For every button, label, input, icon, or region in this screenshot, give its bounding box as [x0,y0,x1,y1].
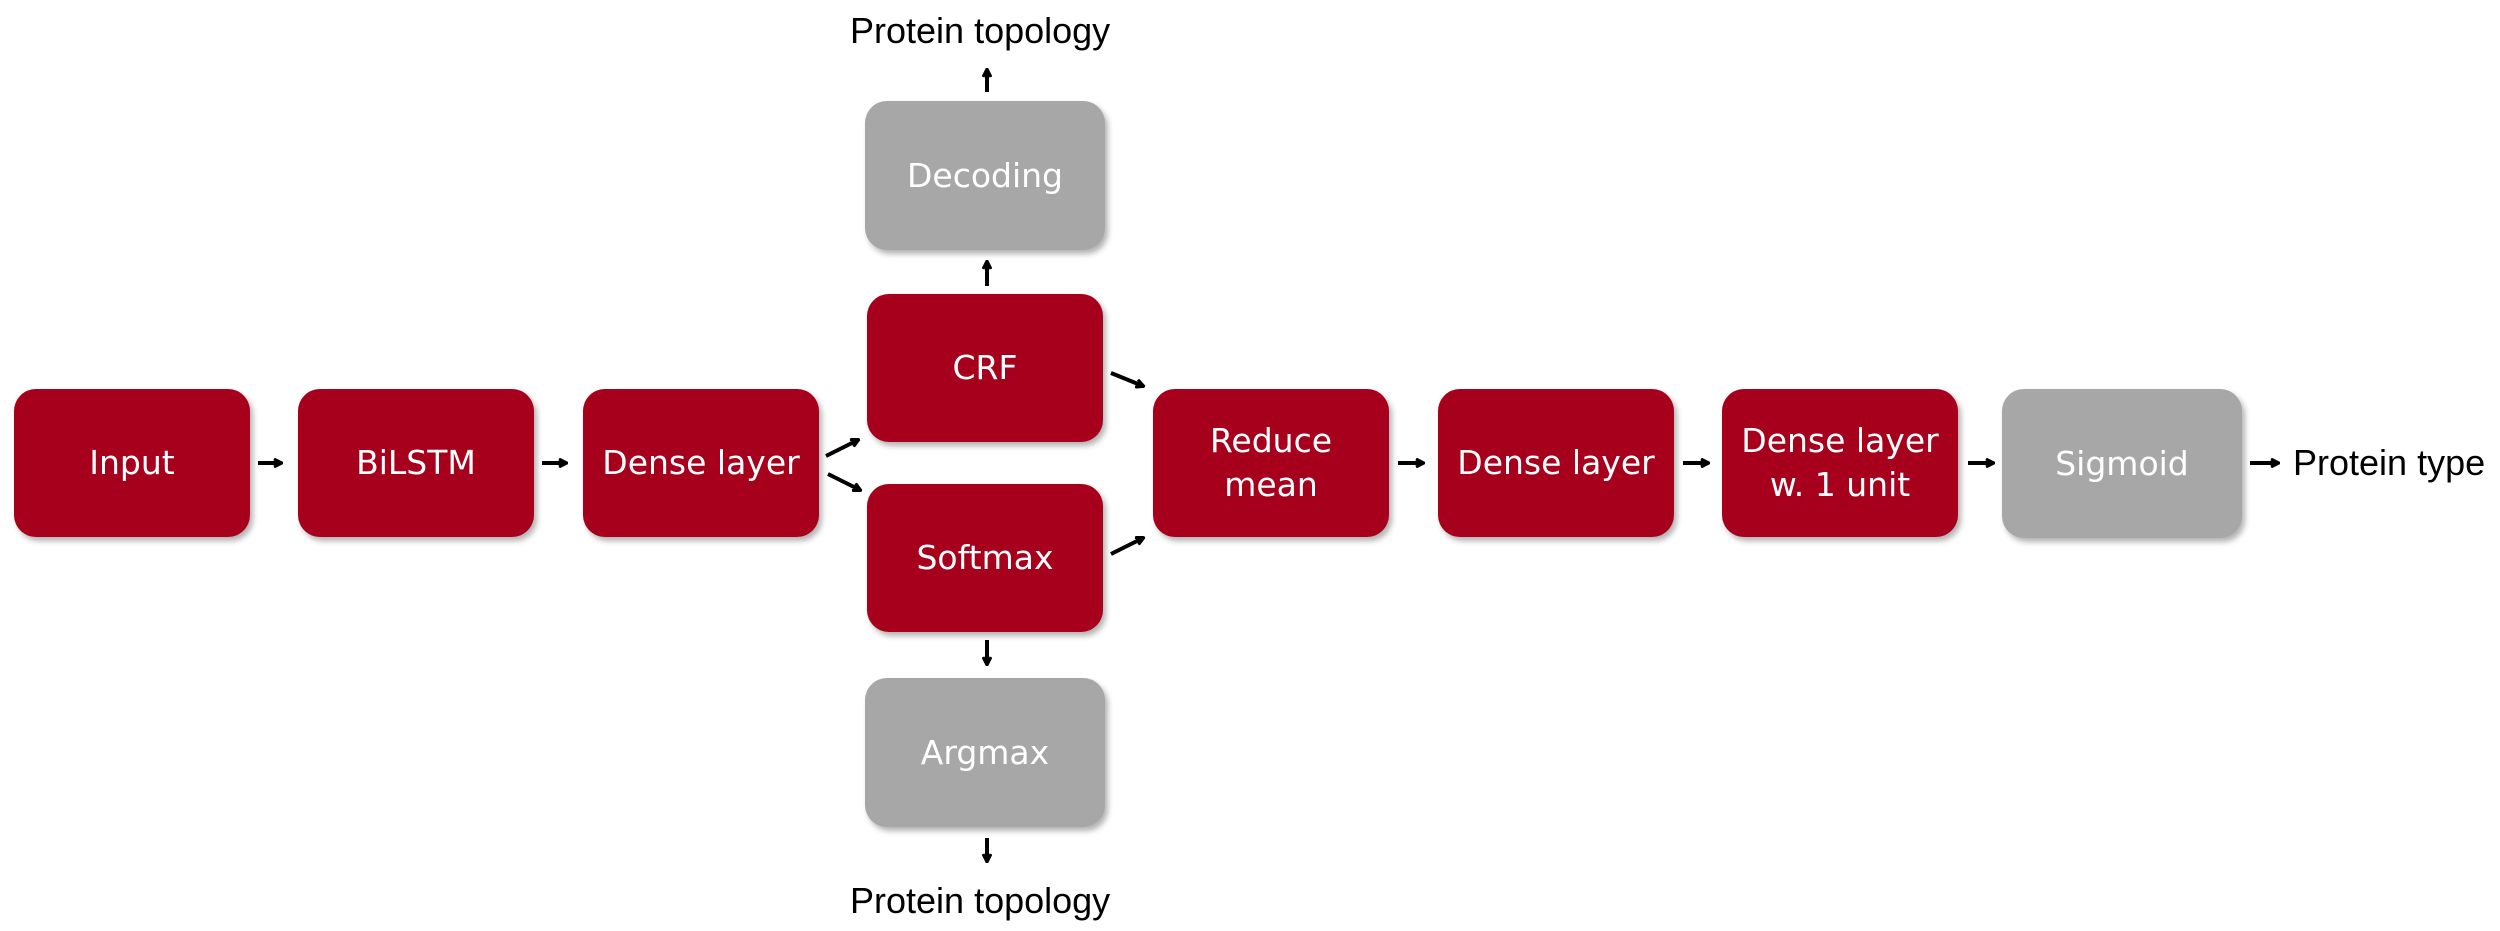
arrow-dense-to-crf [825,440,858,458]
protein-type-output: Protein type [2293,442,2486,483]
sigmoid-node: Sigmoid [2002,389,2242,538]
protein-topology-output-bottom: Protein topology [850,880,1111,921]
dense-layer-1-unit-node: Dense layer w. 1 unit [1722,389,1958,537]
crf-node: CRF [867,294,1103,442]
decoding-node: Decoding [865,101,1105,250]
argmax-node: Argmax [865,678,1105,827]
bilstm-node: BiLSTM [298,389,534,537]
arrow-dense-to-softmax [827,472,860,490]
reduce-mean-node: Reduce mean [1153,389,1389,537]
dense-layer-2-node: Dense layer [1438,389,1674,537]
dense-layer-node: Dense layer [583,389,819,537]
protein-topology-output-top: Protein topology [850,10,1111,51]
arrow-crf-to-reduce-mean [1110,371,1143,386]
input-node: Input [14,389,250,537]
arrow-softmax-to-reduce-mean [1110,538,1143,556]
softmax-node: Softmax [867,484,1103,632]
